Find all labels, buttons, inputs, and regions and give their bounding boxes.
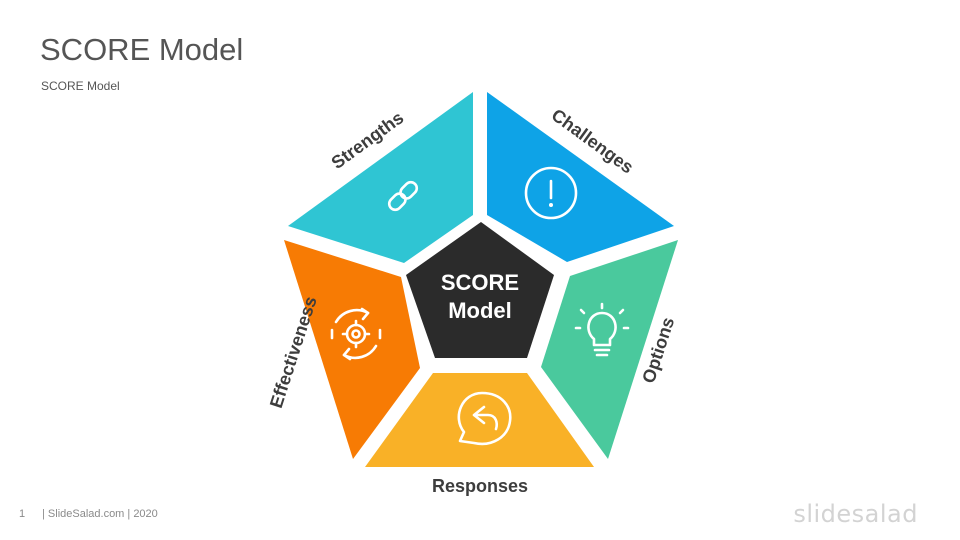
footer-text: | SlideSalad.com | 2020 [42,508,158,520]
segment-strengths [288,92,473,263]
link-icon [387,180,419,212]
exclamation-circle-icon [524,166,578,220]
slide-subtitle: SCORE Model [41,79,120,93]
label-responses: Responses [432,476,528,496]
center-pentagon [406,222,554,358]
gear-cycle-icon [330,307,382,361]
slide-title: SCORE Model [40,32,244,67]
center-label-line1: SCORE [441,270,519,295]
center-label-line2: Model [448,298,512,323]
brand-logo: slidesalad [793,500,918,528]
segment-challenges [487,92,674,262]
label-effectiveness: Effectiveness [266,294,321,411]
page-number: 1 [19,508,26,520]
segment-effectiveness [284,240,420,459]
reply-chat-bubble-icon [457,391,512,446]
lightbulb-icon [574,302,630,357]
